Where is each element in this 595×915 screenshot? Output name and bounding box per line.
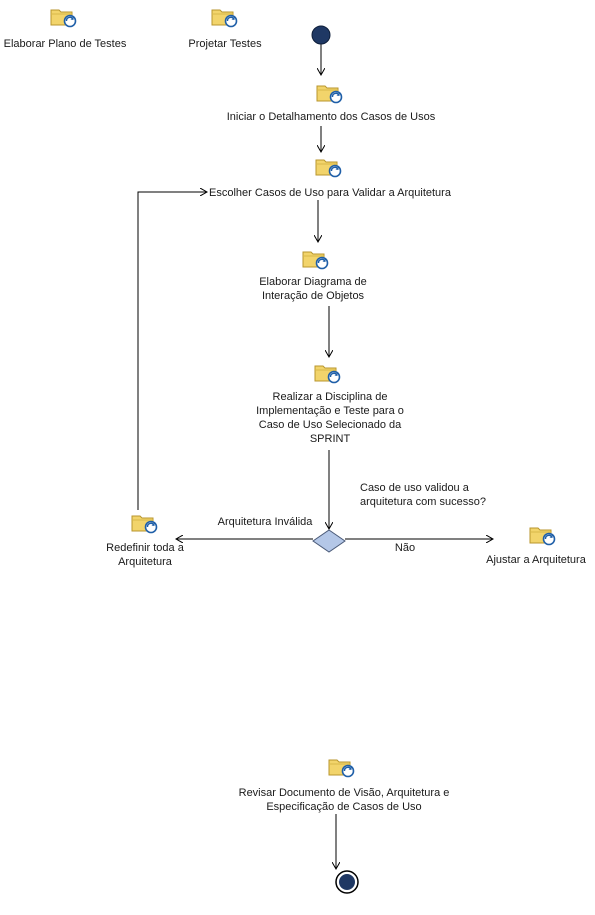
task-folder-refresh-icon[interactable] (314, 362, 342, 384)
task-folder-refresh-icon[interactable] (50, 6, 78, 28)
activity-label-escolher-casos: Escolher Casos de Uso para Validar a Arq… (209, 187, 451, 199)
branch-label-no: Não (394, 542, 416, 554)
flow-redefinir-loop-to-escolher (137, 192, 207, 510)
decision-question-label: Caso de uso validou a arquitetura com su… (360, 482, 486, 508)
activity-label-realizar-disciplina: Realizar a Disciplina de Implementação e… (256, 391, 404, 445)
branch-label-invalid: Arquitetura Inválida (217, 516, 313, 528)
activity-label-ajustar-arquitetura: Ajustar a Arquitetura (486, 554, 586, 566)
end-node-inner (339, 874, 355, 890)
task-folder-refresh-icon[interactable] (315, 156, 343, 178)
decision-node[interactable] (312, 529, 346, 553)
task-folder-refresh-icon[interactable] (211, 6, 239, 28)
task-folder-refresh-icon[interactable] (328, 756, 356, 778)
activity-label-elaborar-diagrama: Elaborar Diagrama de Interação de Objeto… (259, 276, 367, 302)
activity-label-iniciar-detalhamento: Iniciar o Detalhamento dos Casos de Usos (226, 111, 436, 123)
start-node[interactable] (311, 25, 331, 45)
task-folder-refresh-icon[interactable] (302, 248, 330, 270)
activity-label-redefinir-arquitetura: Redefinir toda a Arquitetura (106, 542, 184, 568)
task-folder-refresh-icon[interactable] (529, 524, 557, 546)
task-folder-refresh-icon[interactable] (131, 512, 159, 534)
task-folder-refresh-icon[interactable] (316, 82, 344, 104)
activity-label-projetar-testes: Projetar Testes (188, 38, 262, 50)
activity-label-elaborar-plano: Elaborar Plano de Testes (3, 38, 127, 50)
activity-label-revisar-documento: Revisar Documento de Visão, Arquitetura … (238, 787, 450, 813)
